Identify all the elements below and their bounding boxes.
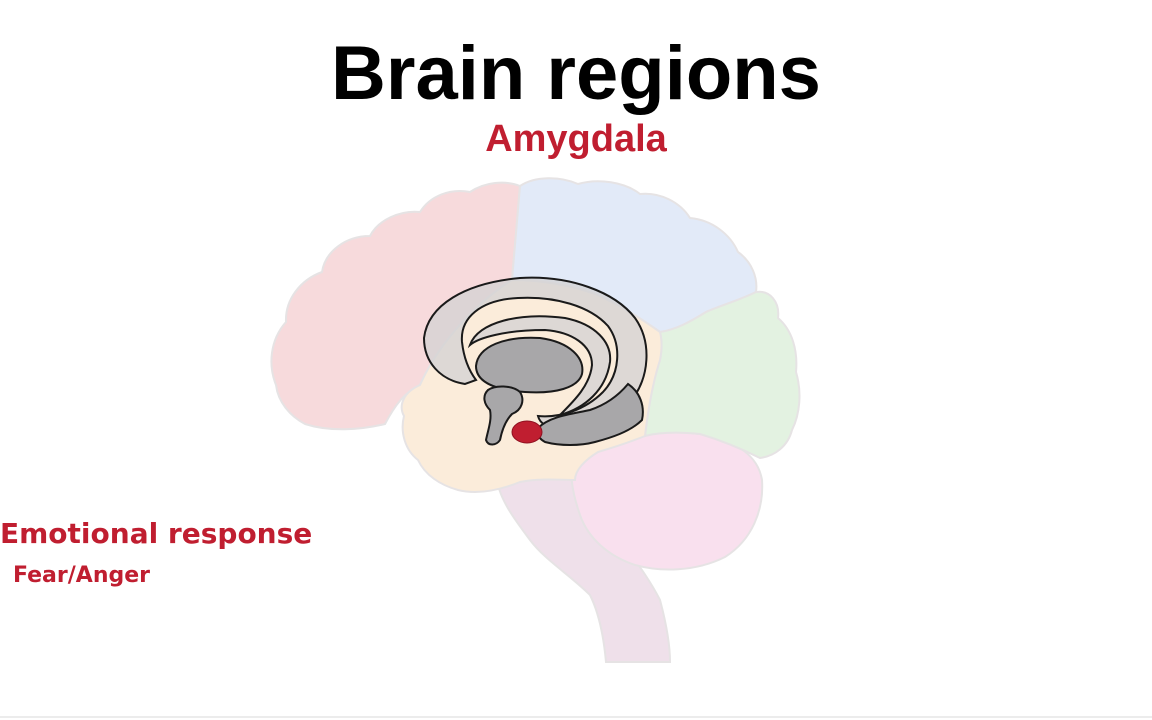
region-title: Amygdala: [485, 118, 667, 160]
slide-title: Brain regions: [331, 31, 821, 116]
limbic-structures: [422, 276, 648, 446]
function-detail: Fear/Anger: [13, 563, 150, 588]
hippocampus: [536, 382, 644, 446]
function-label: Emotional response: [0, 517, 313, 550]
fornix: [467, 315, 612, 417]
hypothalamus: [483, 385, 524, 446]
occipital-lobe-region: [643, 290, 801, 460]
bottom-divider: [0, 716, 1152, 718]
thalamus: [474, 336, 584, 394]
amygdala: [511, 420, 543, 444]
